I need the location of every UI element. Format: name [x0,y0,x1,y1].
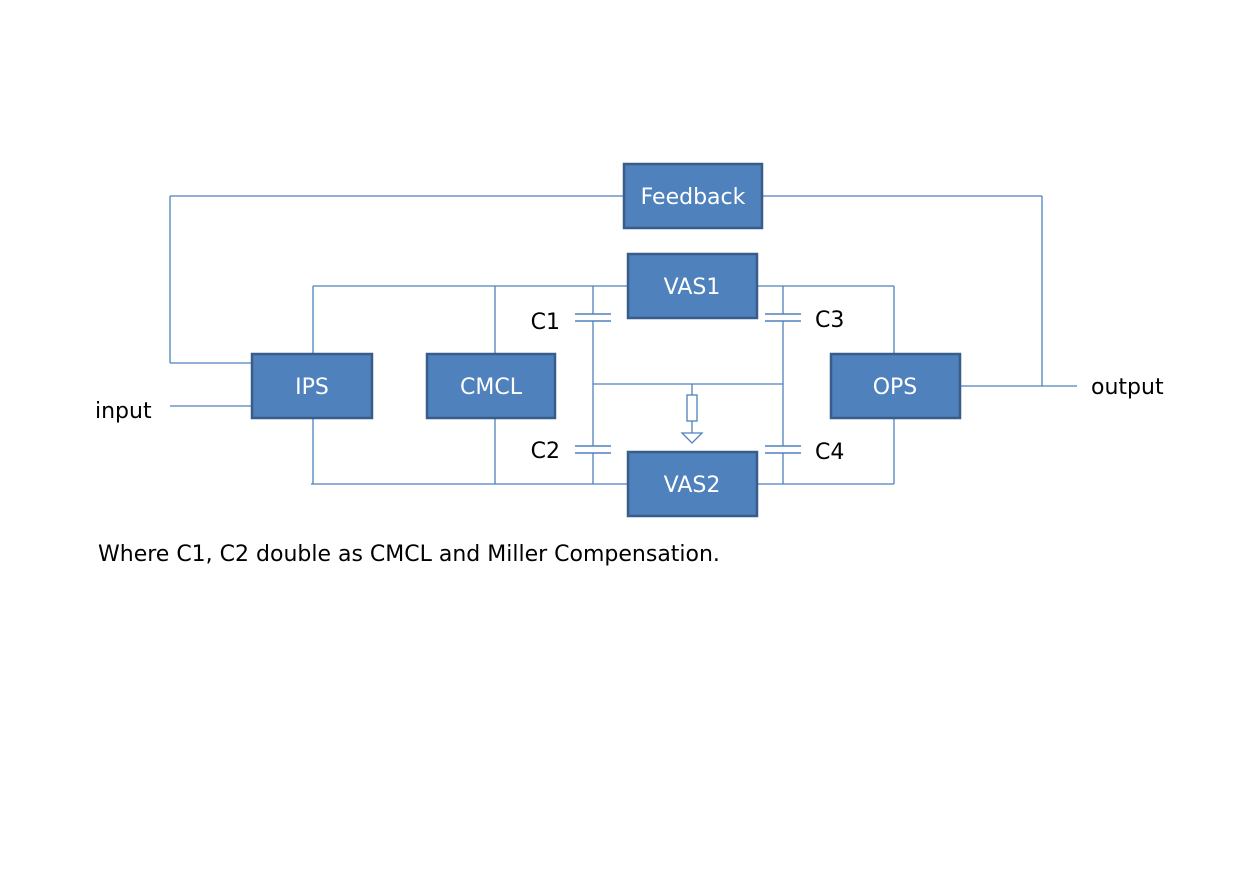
vas2-label: VAS2 [664,473,721,498]
vas1-block: VAS1 [626,252,759,320]
capacitor-c4-symbol [765,445,801,454]
output-label: output [1091,375,1164,400]
input-label: input [95,399,152,424]
wires [169,195,1077,485]
capacitor-c3-symbol [765,313,801,322]
cmcl-block: CMCL [425,352,557,420]
cmcl-label: CMCL [460,375,523,400]
c3-label: C3 [815,308,844,333]
ops-block: OPS [829,352,962,420]
vas2-block: VAS2 [626,450,759,518]
c2-label: C2 [531,439,560,464]
ips-label: IPS [295,375,329,400]
ops-label: OPS [873,375,918,400]
capacitor-c1-symbol [575,313,611,322]
c4-label: C4 [815,440,844,465]
ips-block: IPS [250,352,374,420]
feedback-label: Feedback [641,185,746,210]
feedback-block: Feedback [622,162,764,230]
capacitor-c2-symbol [575,445,611,454]
c1-label: C1 [531,310,560,335]
resistor-icon [686,394,698,433]
ground-icon [680,432,704,444]
diagram-caption: Where C1, C2 double as CMCL and Miller C… [98,542,720,567]
vas1-label: VAS1 [664,275,721,300]
